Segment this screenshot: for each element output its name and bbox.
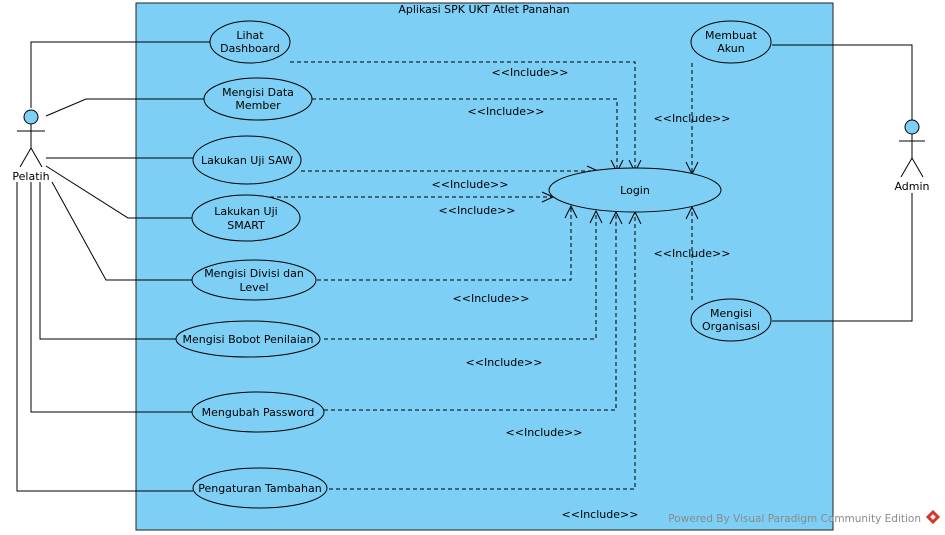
include-mengisi-divisi-level — [317, 206, 572, 281]
svg-text:Mengisi Data: Mengisi Data — [222, 86, 294, 99]
include-label: <<Include>> — [439, 204, 516, 217]
use-case-mengisi-organisasi[interactable]: Mengisi Organisasi — [690, 298, 772, 342]
assoc-pengaturan-tambahan — [16, 182, 193, 492]
actor-head-icon — [904, 119, 920, 135]
svg-text:Dashboard: Dashboard — [220, 42, 280, 55]
include-label: <<Include>> — [562, 508, 639, 521]
assoc-membuat-akun — [772, 44, 913, 120]
include-label: <<Include>> — [654, 247, 731, 260]
include-connectors — [270, 61, 699, 490]
include-mengisi-data-member — [312, 98, 618, 172]
include-label: <<Include>> — [468, 105, 545, 118]
include-label: <<Include>> — [432, 178, 509, 191]
visual-paradigm-logo-icon — [925, 509, 941, 525]
svg-text:Membuat: Membuat — [705, 29, 758, 42]
watermark: Powered By Visual Paradigm Community Edi… — [668, 509, 941, 525]
include-labels: <<Include>> <<Include>> <<Include>> <<In… — [432, 66, 731, 521]
include-label: <<Include>> — [492, 66, 569, 79]
svg-text:Mengisi Bobot Penilaian: Mengisi Bobot Penilaian — [183, 333, 314, 346]
actor-label: Pelatih — [12, 170, 49, 183]
svg-text:Lakukan Uji: Lakukan Uji — [214, 205, 277, 218]
assoc-mengisi-organisasi — [772, 193, 913, 322]
svg-text:Login: Login — [620, 184, 650, 197]
admin-associations — [772, 44, 913, 322]
include-arrowhead — [589, 209, 603, 224]
actor-pelatih[interactable]: Pelatih — [12, 109, 50, 183]
svg-text:Lakukan Uji SAW: Lakukan Uji SAW — [201, 154, 293, 167]
use-case-membuat-akun[interactable]: Membuat Akun — [690, 20, 772, 64]
assoc-mengubah-password — [30, 182, 193, 413]
svg-text:Level: Level — [239, 281, 268, 294]
include-lihat-dashboard — [290, 61, 636, 172]
actor-head-icon — [23, 109, 39, 125]
actor-admin[interactable]: Admin — [894, 119, 930, 193]
svg-text:Mengisi: Mengisi — [710, 307, 752, 320]
use-case-lakukan-uji-saw[interactable]: Lakukan Uji SAW — [192, 135, 302, 185]
use-case-login[interactable]: Login — [548, 167, 722, 213]
system-title: Aplikasi SPK UKT Atlet Panahan — [398, 3, 569, 16]
svg-text:Mengubah Password: Mengubah Password — [202, 406, 315, 419]
include-mengisi-bobot — [324, 211, 597, 340]
svg-text:Organisasi: Organisasi — [702, 320, 760, 333]
watermark-text: Powered By Visual Paradigm Community Edi… — [668, 513, 921, 525]
include-mengubah-password — [324, 212, 617, 411]
svg-text:Lihat: Lihat — [236, 29, 264, 42]
pelatih-associations — [16, 41, 210, 492]
svg-text:Mengisi Divisi dan: Mengisi Divisi dan — [204, 267, 304, 280]
assoc-mengisi-bobot — [39, 182, 177, 340]
use-case-pengaturan-tambahan[interactable]: Pengaturan Tambahan — [192, 467, 328, 509]
include-pengaturan-tambahan — [329, 212, 636, 490]
assoc-lakukan-uji-smart — [45, 165, 193, 219]
include-label: <<Include>> — [506, 426, 583, 439]
assoc-mengisi-divisi-level — [51, 181, 193, 281]
actor-label: Admin — [894, 180, 929, 193]
use-case-mengisi-bobot-penilaian[interactable]: Mengisi Bobot Penilaian — [175, 320, 321, 358]
use-case-lihat-dashboard[interactable]: Lihat Dashboard — [209, 20, 291, 64]
include-label: <<Include>> — [453, 292, 530, 305]
assoc-mengisi-data-member — [45, 98, 205, 117]
svg-text:Akun: Akun — [717, 42, 745, 55]
use-case-mengisi-data-member[interactable]: Mengisi Data Member — [203, 77, 313, 121]
svg-text:Pengaturan Tambahan: Pengaturan Tambahan — [198, 482, 322, 495]
include-arrowhead — [685, 205, 699, 220]
svg-text:SMART: SMART — [227, 219, 265, 232]
svg-text:Member: Member — [235, 99, 281, 112]
include-arrowhead — [564, 204, 578, 219]
include-label: <<Include>> — [466, 356, 543, 369]
use-case-mengisi-divisi-level[interactable]: Mengisi Divisi dan Level — [191, 259, 317, 301]
include-label: <<Include>> — [654, 112, 731, 125]
use-case-lakukan-uji-smart[interactable]: Lakukan Uji SMART — [191, 194, 301, 242]
assoc-lihat-dashboard — [30, 41, 210, 108]
use-case-mengubah-password[interactable]: Mengubah Password — [191, 391, 325, 433]
